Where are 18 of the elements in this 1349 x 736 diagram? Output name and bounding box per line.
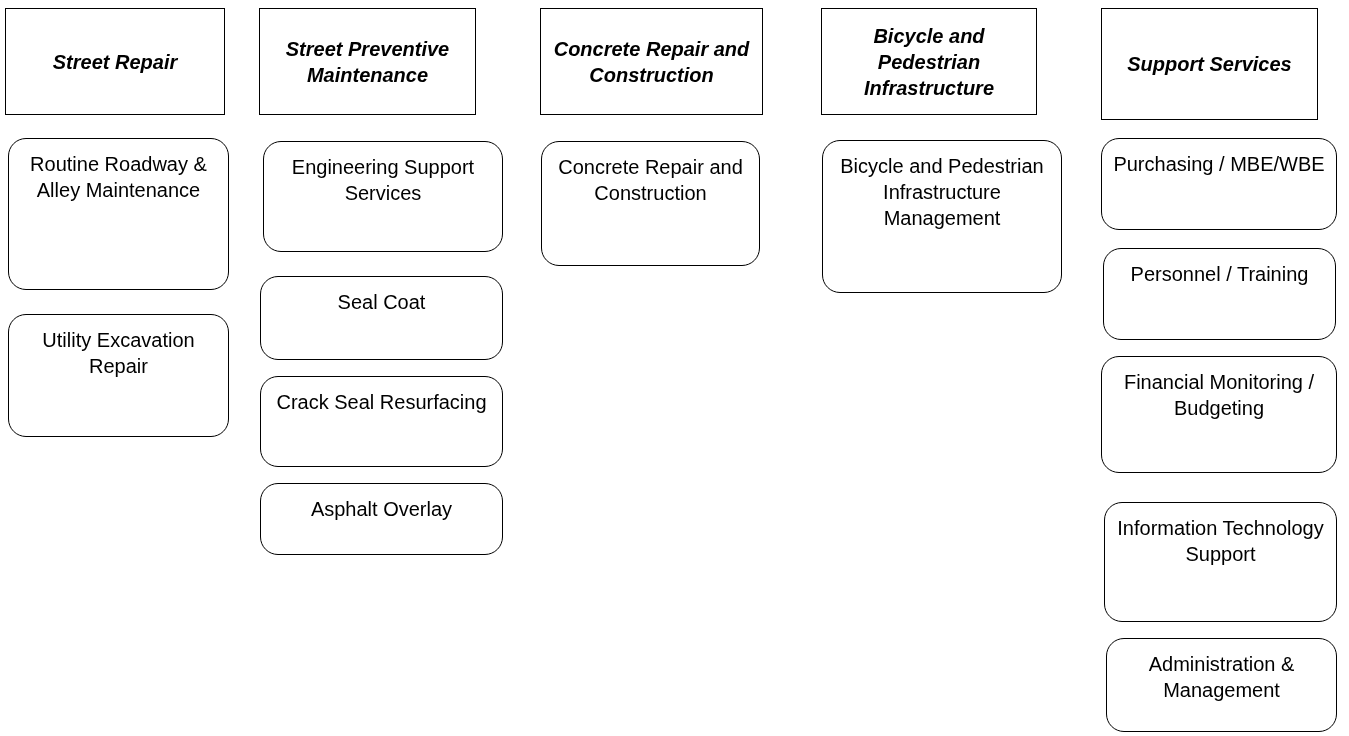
service-box: Asphalt Overlay [260,483,503,555]
service-box: Personnel / Training [1103,248,1336,340]
service-box: Utility Excavation Repair [8,314,229,437]
service-box: Concrete Repair and Construction [541,141,760,266]
category-box: Concrete Repair and Construction [540,8,763,115]
service-box: Seal Coat [260,276,503,360]
category-box: Street Preventive Maintenance [259,8,476,115]
category-box: Bicycle and Pedestrian Infrastructure [821,8,1037,115]
category-box: Support Services [1101,8,1318,120]
service-box: Engineering Support Services [263,141,503,252]
service-box: Crack Seal Resurfacing [260,376,503,467]
category-box: Street Repair [5,8,225,115]
service-box: Financial Monitoring / Budgeting [1101,356,1337,473]
service-box: Purchasing / MBE/WBE [1101,138,1337,230]
service-box: Information Technology Support [1104,502,1337,622]
service-box: Routine Roadway & Alley Maintenance [8,138,229,290]
service-box: Administration & Management [1106,638,1337,732]
service-box: Bicycle and Pedestrian Infrastructure Management [822,140,1062,293]
